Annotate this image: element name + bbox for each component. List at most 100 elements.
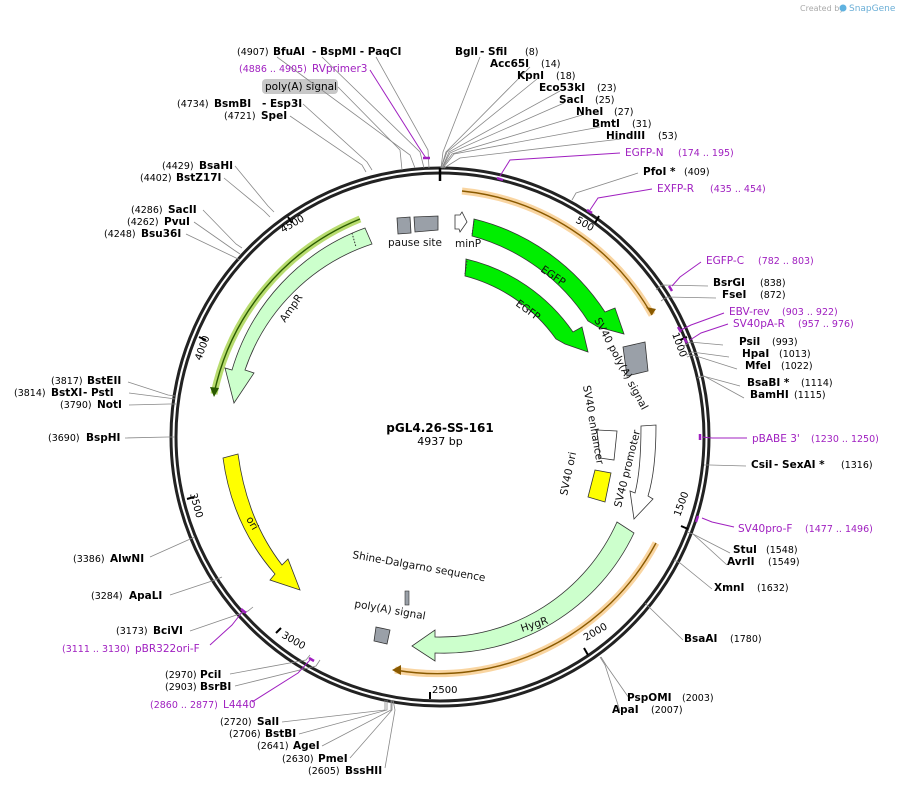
site-pos-pcii: (2970) <box>165 670 197 681</box>
site-pos-psii: (993) <box>772 337 798 348</box>
site-label-bstbi: BstBI <box>265 728 296 740</box>
polya-top-badge <box>262 79 338 94</box>
orf-arc-egfp-arrowhead <box>646 307 656 315</box>
tick-mark-3500 <box>186 496 195 500</box>
site-label-bsmbi: BsmBI <box>214 98 251 110</box>
site-label-apali: ApaLI <box>129 590 162 602</box>
primer-range-sv40pa-r: (957 .. 976) <box>798 319 854 330</box>
site-pos-bcivi: (3173) <box>116 626 148 637</box>
orf-arc-egfp <box>461 187 656 317</box>
tick-label-2500: 2500 <box>432 685 457 696</box>
tick-mark-3000 <box>275 627 282 634</box>
primer-range-exfp-r: (435 .. 454) <box>710 184 766 195</box>
feature-label-sv40-ori: SV40 ori <box>558 451 579 497</box>
primer-range-ebv-rev: (903 .. 922) <box>782 307 838 318</box>
site-label-bfuai: BfuAI <box>273 46 305 58</box>
site-pos-bsrgi: (838) <box>760 278 786 289</box>
primer-label-rvprimer3: RVprimer3 <box>312 63 368 75</box>
site-pos-pmei: (2630) <box>282 754 314 765</box>
tick-mark-500 <box>594 215 600 224</box>
tick-label-1500: 1500 <box>672 490 691 518</box>
primer-range-l4440: (2860 .. 2877) <box>150 700 218 711</box>
site-label-nhei: NheI <box>576 106 603 118</box>
orf-arc-hygr-arrowhead <box>392 665 401 675</box>
primer-label-l4440: L4440 <box>223 699 256 711</box>
pause-site-box-1 <box>396 216 412 235</box>
site-pos-xmni: (1632) <box>757 583 789 594</box>
site-label-bsrbi: BsrBI <box>200 681 231 693</box>
site-pos-spei: (4721) <box>224 111 256 122</box>
ampr-feature-arrow <box>224 227 373 404</box>
site-pos-bstxi: (3814) <box>14 388 46 399</box>
feature-dash-marks <box>351 220 475 275</box>
plasmid-size: 4937 bp <box>417 435 462 448</box>
hygr-feature-arrow <box>411 521 635 662</box>
site-pos-acc65i: (14) <box>541 59 561 70</box>
primer-label-sv40pa-r: SV40pA-R <box>733 318 785 330</box>
plasmid-name: pGL4.26-SS-161 <box>386 421 493 435</box>
feature-label-ori: ori <box>243 515 260 533</box>
feature-label-polya: poly(A) signal <box>353 598 426 622</box>
site-label-csii-extra: - SexAI * <box>774 459 825 471</box>
site-pos-pfoi: (409) <box>684 167 710 178</box>
site-pos-stui: (1548) <box>766 545 798 556</box>
shine-dalgarno-box <box>404 590 410 606</box>
site-label-xmni: XmnI <box>714 582 744 594</box>
site-pos-bgli: (8) <box>525 47 538 58</box>
watermark-prefix: Created by <box>800 4 844 13</box>
site-pos-bstbi: (2706) <box>229 729 261 740</box>
site-label-pmei: PmeI <box>318 753 348 765</box>
site-pos-avrii: (1549) <box>768 557 800 568</box>
polya-top-label: poly(A) signal <box>265 81 337 93</box>
site-pos-noti: (3790) <box>60 400 92 411</box>
orf-arc-hygr-line <box>394 542 657 675</box>
primer-range-sv40pro-f: (1477 .. 1496) <box>805 524 873 535</box>
primer-range-egfp-n: (174 .. 195) <box>678 148 734 159</box>
sv40-promoter-arrow <box>629 424 657 520</box>
primer-label-exfp-r: EXFP-R <box>657 183 694 195</box>
site-label-bamhi: BamHI <box>750 389 789 401</box>
site-label-bsmbi-extra: - Esp3I <box>262 98 302 110</box>
site-pos-saci: (25) <box>595 95 615 106</box>
site-label-bmti: BmtI <box>592 118 620 130</box>
site-pos-apai: (2007) <box>651 705 683 716</box>
feature-label-shine-dalgarno: Shine-Dalgarno sequence <box>351 549 486 584</box>
site-label-bgli: BglI <box>455 46 478 58</box>
site-pos-csii: (1316) <box>841 460 873 471</box>
site-label-bsaai: BsaAI <box>684 633 717 645</box>
feature-label-minp: minP <box>455 238 481 250</box>
primer-range-rvprimer3: (4886 .. 4905) <box>239 64 307 75</box>
pause-site-box-2 <box>413 215 439 233</box>
site-pos-bsmbi: (4734) <box>177 99 209 110</box>
polya-signal-box <box>373 626 391 645</box>
site-label-apai: ApaI <box>612 704 639 716</box>
site-pos-bstz17i: (4402) <box>140 173 172 184</box>
egfp-feature-arrow-inner <box>464 258 589 353</box>
tick-label-3500: 3500 <box>187 492 204 519</box>
sv40-polya-box <box>622 341 649 377</box>
primer-label-pbabe3: pBABE 3' <box>752 433 800 445</box>
site-label-csii: CsiI <box>751 459 772 471</box>
site-label-agei: AgeI <box>293 740 320 752</box>
site-pos-apali: (3284) <box>91 591 123 602</box>
site-leader-lines <box>124 56 747 769</box>
site-label-psii: PsiI <box>739 336 760 348</box>
orf-arc-egfp-line <box>461 190 653 316</box>
site-label-pvui: PvuI <box>164 216 190 228</box>
site-pos-bsteii: (3817) <box>51 376 83 387</box>
orf-arc-ampr-line <box>213 218 361 395</box>
site-pos-sali: (2720) <box>220 717 252 728</box>
primer-markers <box>240 156 702 663</box>
primer-range-pbabe3: (1230 .. 1250) <box>811 434 879 445</box>
site-label-bgli-extra: - SfiI <box>480 46 507 58</box>
site-label-sacii: SacII <box>168 204 197 216</box>
site-label-avrii: AvrII <box>727 556 755 568</box>
sv40-enhancer-box <box>596 429 618 461</box>
site-label-kpni: KpnI <box>517 70 544 82</box>
minp-arrow <box>454 211 468 233</box>
site-pos-bsu36i: (4248) <box>104 229 136 240</box>
tick-mark-2000 <box>583 647 589 656</box>
site-pos-bsshii: (2605) <box>308 766 340 777</box>
site-label-stui: StuI <box>733 544 757 556</box>
site-pos-bmti: (31) <box>632 119 652 130</box>
